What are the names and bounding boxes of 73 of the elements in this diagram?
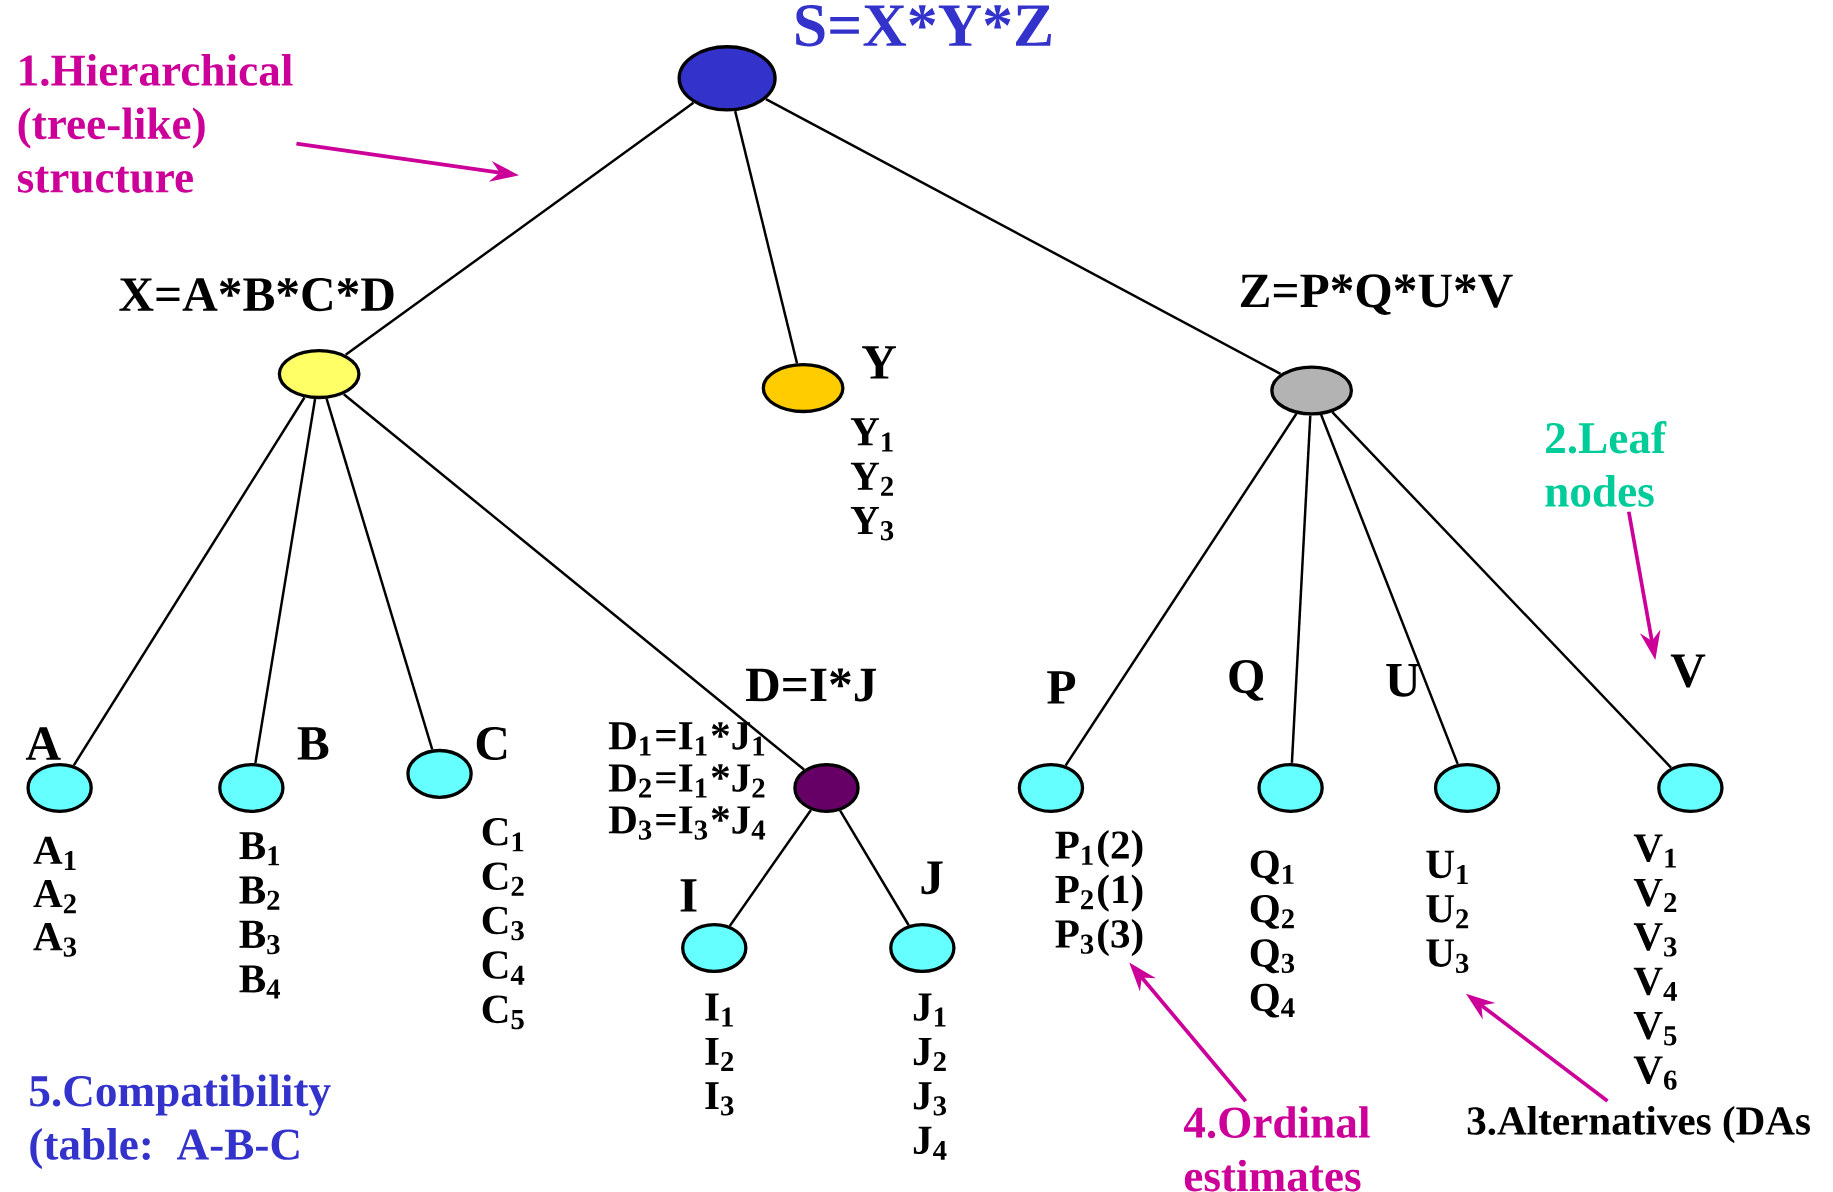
connector-line — [72, 396, 306, 766]
connector-line — [733, 110, 799, 364]
alternative-label: J$_{2}$ — [913, 1037, 946, 1071]
annotation-text: 1.Hierarchical (tree-like) structure — [18, 53, 293, 193]
alternative-label: C$_{3}$ — [482, 906, 524, 941]
annotation-text: 2.Leaf nodes — [1545, 420, 1667, 507]
alternative-label: I$_{2}$ — [705, 1037, 734, 1071]
node-label: I — [680, 879, 697, 912]
alternative-label: Q$_{2}$ — [1250, 894, 1294, 929]
alternative-label: I$_{1}$ — [705, 993, 733, 1027]
alternative-label: D$_{1}$=I$_{1}$*J$_{1}$ — [608, 721, 765, 756]
alternative-label: C$_{1}$ — [482, 817, 524, 852]
alternative-label: J$_{1}$ — [913, 993, 946, 1027]
connector-line — [1064, 412, 1298, 766]
alternative-label: B$_{4}$ — [239, 965, 280, 999]
annotation-text: 3.Alternatives (DAs — [1467, 1105, 1810, 1144]
connector-line — [325, 398, 434, 750]
connector-line — [765, 97, 1282, 375]
node-label: P — [1047, 671, 1076, 704]
alternative-label: U$_{1}$ — [1426, 850, 1468, 884]
alternative-label: Y$_{3}$ — [850, 506, 894, 541]
node-label: B — [297, 727, 329, 760]
alternative-label: B$_{3}$ — [239, 920, 280, 954]
alternative-label: P$_{2}$(1) — [1055, 874, 1143, 912]
node-label: U — [1386, 663, 1420, 697]
connector-line — [1290, 415, 1312, 763]
connector-line — [343, 393, 805, 771]
alternative-label: C$_{5}$ — [482, 995, 524, 1029]
alternative-label: A$_{1}$ — [33, 836, 76, 870]
note-text: 5.Compatibility (table: A-B-C — [30, 1074, 331, 1169]
alternative-label: V$_{4}$ — [1633, 967, 1677, 1001]
connector-line — [839, 809, 910, 926]
node-label: S=X*Y*Z — [796, 4, 1051, 47]
alternative-label: B$_{1}$ — [239, 831, 280, 866]
connector-line — [1320, 414, 1459, 765]
alternative-label: J$_{4}$ — [913, 1126, 947, 1160]
alternative-label: Q$_{3}$ — [1250, 939, 1295, 973]
node-label: X=A*B*C*D — [119, 277, 394, 311]
node-label: A — [25, 727, 61, 760]
alternative-label: A$_{2}$ — [33, 879, 76, 914]
alternative-label: V$_{3}$ — [1633, 923, 1677, 957]
alternative-label: B$_{2}$ — [239, 876, 280, 910]
alternative-label: P$_{3}$(3) — [1055, 918, 1143, 956]
node-label: Y — [862, 346, 896, 379]
alternative-label: Q$_{4}$ — [1250, 983, 1295, 1018]
alternative-label: A$_{3}$ — [33, 922, 77, 957]
node-label: J — [921, 861, 943, 895]
connector-line — [728, 809, 812, 927]
alternative-label: C$_{4}$ — [482, 951, 525, 985]
alternative-label: I$_{3}$ — [705, 1081, 734, 1116]
alternative-label: V$_{6}$ — [1633, 1056, 1677, 1090]
alternative-label: U$_{2}$ — [1426, 895, 1469, 929]
alternative-label: V$_{1}$ — [1633, 834, 1676, 868]
node-label: D=I*J — [746, 668, 877, 702]
alternative-label: U$_{3}$ — [1426, 939, 1469, 973]
node-label: C — [476, 726, 507, 760]
connector-line — [344, 101, 695, 356]
node-label: Q — [1229, 659, 1264, 701]
alternative-label: Y$_{1}$ — [850, 418, 893, 452]
annotation-text: 4.Ordinal estimates — [1183, 1106, 1370, 1192]
connector-line — [254, 398, 317, 764]
alternative-label: Y$_{2}$ — [850, 462, 893, 496]
node-label: Z=P*Q*U*V — [1240, 274, 1513, 315]
alternative-label: D$_{3}$=I$_{3}$*J$_{4}$ — [608, 806, 766, 840]
alternative-label: D$_{2}$=I$_{1}$*J$_{2}$ — [608, 764, 765, 798]
connector-line — [1331, 411, 1672, 769]
alternative-label: V$_{5}$ — [1633, 1011, 1677, 1046]
node-label: V — [1670, 654, 1706, 688]
alternative-label: C$_{2}$ — [482, 862, 524, 896]
alternative-label: P$_{1}$(2) — [1055, 829, 1143, 868]
alternative-label: J$_{3}$ — [913, 1081, 947, 1116]
alternative-label: Q$_{1}$ — [1250, 850, 1294, 885]
alternative-label: V$_{2}$ — [1633, 878, 1677, 912]
